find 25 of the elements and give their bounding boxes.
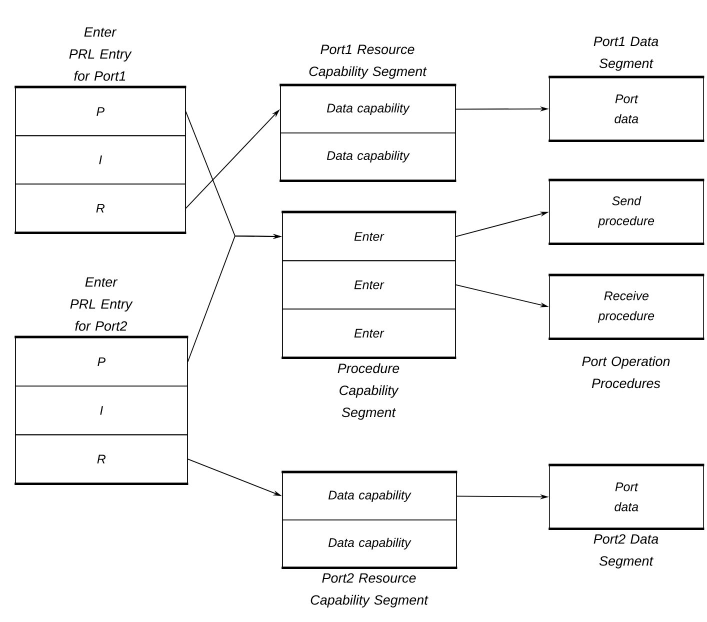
table-cell: Data capability [282,472,457,520]
segment-heading: Port1 Data Segment [594,36,658,71]
table-cell: P [15,337,188,386]
table-cell: R [15,434,188,484]
segment-heading: Port2 Resource Capability Segment [310,573,428,608]
table-cell: Enter [282,212,456,262]
segment-box: Receive procedure [548,274,704,340]
segment-heading: Enter PRL Entry for Port1 [69,27,132,81]
table-cell: R [15,184,186,233]
table-cell: P [15,87,186,136]
table-cell: I [15,135,186,184]
group-caption: Port Operation Procedures [582,356,670,388]
table-cell: Enter [282,260,456,310]
table-cell: Data capability [280,85,456,134]
segment-box: Send procedure [548,178,704,245]
segment-box: Port data [548,76,704,142]
segment-heading: Enter PRL Entry for Port2 [70,277,133,331]
table-cell: Data capability [282,520,457,568]
segment-heading: Procedure Capability Segment [338,363,400,420]
segment-heading: Port2 Data Segment [594,534,658,568]
table-cell: Data capability [280,132,456,181]
segment-heading: Port1 Resource Capability Segment [309,44,427,79]
segment-box: Port data [548,464,704,530]
table-cell: I [15,386,188,436]
table-cell: Enter [282,308,456,358]
